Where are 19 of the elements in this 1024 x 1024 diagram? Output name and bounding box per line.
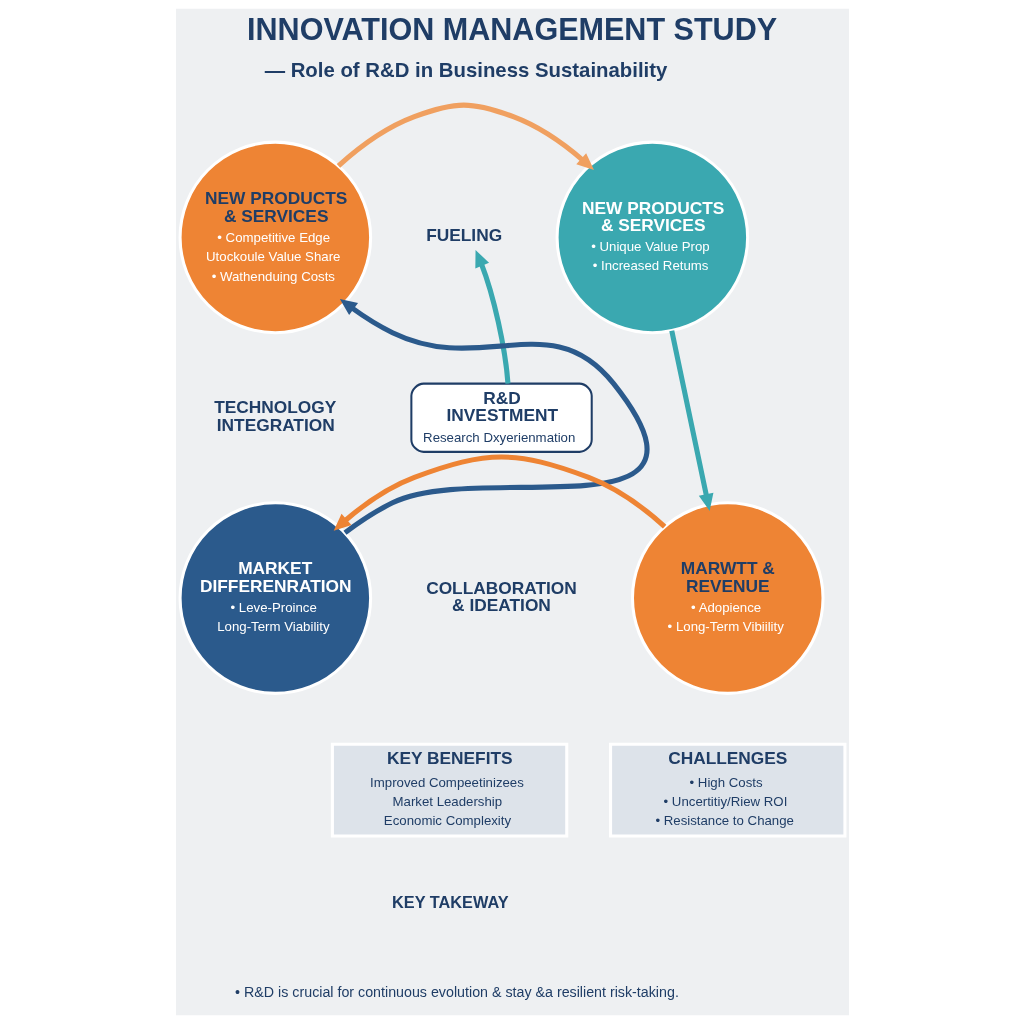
- node-text: TECHNOLOGY INTEGRATION: [213, 397, 336, 435]
- node-circle: MARKET DIFFERENRATION • Leve-Proince Long-Term Viability: [178, 501, 372, 695]
- diagram-title: INNOVATION MANAGEMENT STUDY: [246, 12, 777, 47]
- arrow: [474, 250, 510, 384]
- arrow: [668, 330, 713, 511]
- node-box: CHALLENGES • High Costs • Uncertitiy/Riew ROI • Resistance to Change: [608, 742, 846, 838]
- node-text: COLLABORATION & IDEATION: [425, 577, 577, 615]
- node-circle: NEW PRODUCTS & SERVICES • Unique Value Prop • Increased Retums: [555, 140, 749, 335]
- node-text: FUELING: [425, 225, 502, 246]
- node-circle: MARWTT & REVENUE • Adopience • Long-Term Vibiility: [630, 501, 825, 695]
- node-box: R&D INVESTMENT Research Dxyerienmation: [409, 382, 593, 453]
- arrow: [339, 298, 649, 535]
- label: KEY TAKEWAY: [391, 893, 509, 912]
- label: — Role of R&D in Business Sustainability: [264, 58, 667, 81]
- node-circle: NEW PRODUCTS & SERVICES • Competitive Edge Utockoule Value Share • Wathenduing Costs: [178, 140, 372, 335]
- arrow: [333, 454, 666, 531]
- arrow: [336, 102, 594, 171]
- node-box: KEY BENEFITS Improved Compeetinizees Market Leadership Economic Complexity: [330, 742, 568, 838]
- label: • R&D is crucial for continuous evolution & stay &a resilient risk-taking.: [234, 983, 679, 1000]
